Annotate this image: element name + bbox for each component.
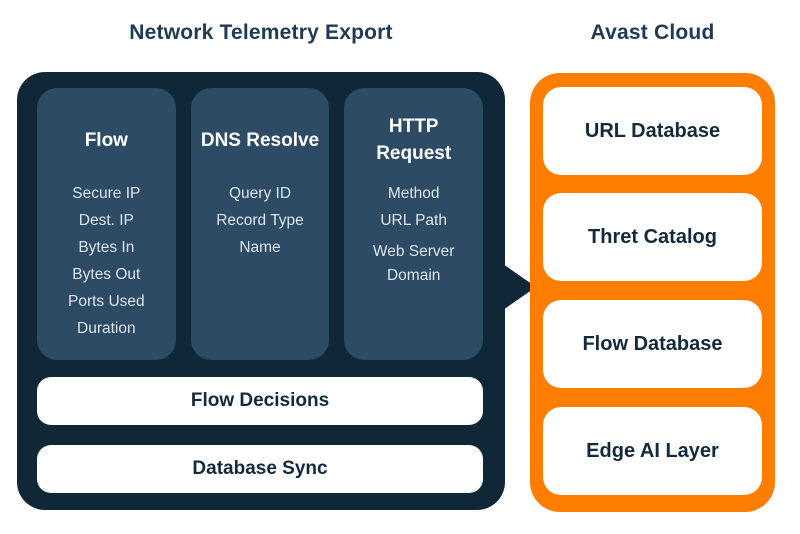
column-heading: HTTP Request	[376, 116, 452, 164]
column-item: Bytes In	[78, 239, 135, 256]
cloud-box-thret-catalog: Thret Catalog	[543, 193, 762, 281]
column-item: Query ID	[229, 185, 292, 202]
column-item: Secure IP	[72, 185, 141, 202]
column-item: Web Server Domain	[372, 243, 455, 284]
cloud-box-edge-ai-layer: Edge AI Layer	[543, 407, 762, 495]
column-item: Dest. IP	[78, 212, 134, 229]
bar-database-sync: Database Sync	[37, 445, 483, 493]
column-item: Name	[239, 239, 281, 256]
telemetry-section-title: Network Telemetry Export	[129, 21, 393, 44]
column-item: Method	[387, 185, 440, 202]
cloud-box-url-database: URL Database	[543, 87, 762, 175]
cloud-section-title: Avast Cloud	[590, 21, 715, 44]
column-item: Record Type	[216, 212, 304, 229]
column-heading: DNS Resolve	[200, 129, 320, 151]
column-item: URL Path	[380, 212, 447, 229]
column-item: Ports Used	[68, 293, 145, 310]
column-heading: Flow	[84, 129, 128, 151]
bar-flow-decisions: Flow Decisions	[37, 377, 483, 425]
column-item: Bytes Out	[72, 266, 141, 283]
column-item: Duration	[77, 320, 136, 337]
cloud-box-flow-database: Flow Database	[543, 300, 762, 388]
